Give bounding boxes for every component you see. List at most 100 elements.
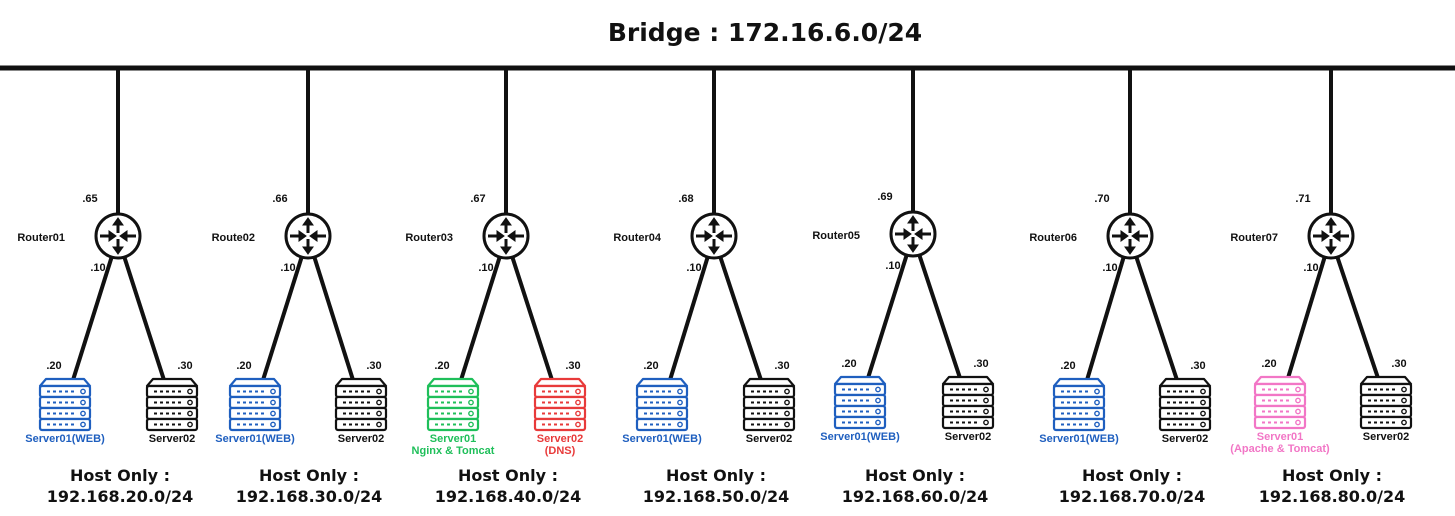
- server-vent: [751, 401, 754, 404]
- server2-icon[interactable]: [533, 377, 587, 432]
- server1-icon[interactable]: [228, 377, 282, 432]
- router-wan-ip: .65: [82, 193, 97, 205]
- server-vent: [650, 412, 653, 415]
- server-vent: [53, 412, 56, 415]
- server2-link: [718, 255, 763, 381]
- server-vent: [59, 423, 62, 426]
- server2-icon[interactable]: [1158, 377, 1212, 432]
- router-lan-ip: .10: [1303, 262, 1318, 274]
- server2-icon[interactable]: [941, 375, 995, 430]
- server-vent: [1079, 390, 1082, 393]
- server1-icon[interactable]: [426, 377, 480, 432]
- server-vent: [160, 401, 163, 404]
- arrow-right-head: [1131, 230, 1140, 242]
- router-icon[interactable]: [284, 212, 332, 260]
- server1-icon[interactable]: [1052, 377, 1106, 432]
- router-icon[interactable]: [889, 210, 937, 258]
- server-vent: [361, 423, 364, 426]
- server-led: [677, 399, 683, 406]
- server-led: [468, 388, 474, 395]
- router-wan-ip: .71: [1295, 193, 1310, 205]
- router-icon[interactable]: [482, 212, 530, 260]
- server-vent: [447, 423, 450, 426]
- server-vent: [1368, 399, 1371, 402]
- server-vent: [249, 423, 252, 426]
- router-icon[interactable]: [94, 212, 142, 260]
- server1-icon[interactable]: [1253, 375, 1307, 430]
- server-led: [376, 410, 382, 417]
- server-vent: [154, 412, 157, 415]
- server1-label: Server01(WEB): [622, 433, 702, 445]
- server-vent: [172, 423, 175, 426]
- server1-icon[interactable]: [635, 377, 689, 432]
- server-led: [270, 388, 276, 395]
- server2-icon[interactable]: [1359, 375, 1413, 430]
- server2-label: (DNS): [545, 445, 576, 457]
- server-vent: [1380, 388, 1383, 391]
- server-vent: [172, 390, 175, 393]
- server-led: [80, 388, 86, 395]
- server-vent: [751, 423, 754, 426]
- server-vent: [361, 401, 364, 404]
- server-vent: [261, 412, 264, 415]
- server2-icon[interactable]: [334, 377, 388, 432]
- server-vent: [1380, 399, 1383, 402]
- server2-icon[interactable]: [742, 377, 796, 432]
- server-led: [1200, 388, 1206, 395]
- server-vent: [542, 390, 545, 393]
- server-vent: [255, 390, 258, 393]
- server-vent: [763, 401, 766, 404]
- router-wan-ip: .66: [272, 193, 287, 205]
- server1-icon[interactable]: [833, 375, 887, 430]
- server-vent: [355, 401, 358, 404]
- server-vent: [956, 421, 959, 424]
- server2-ip: .30: [366, 360, 381, 372]
- router-name: Router03: [405, 232, 453, 244]
- server-led: [1094, 421, 1100, 428]
- server-vent: [650, 423, 653, 426]
- server-vent: [956, 399, 959, 402]
- server-vent: [548, 390, 551, 393]
- arrow-left-head: [108, 230, 117, 242]
- host-only-label: Host Only :: [666, 466, 766, 485]
- server-vent: [53, 390, 56, 393]
- router-circle: [284, 212, 332, 260]
- server2-icon[interactable]: [145, 377, 199, 432]
- server1-label: Nginx & Tomcat: [412, 445, 495, 457]
- server1-link: [866, 253, 909, 379]
- server-vent: [59, 401, 62, 404]
- server-vent: [261, 423, 264, 426]
- server-vent: [343, 423, 346, 426]
- server-led: [575, 421, 581, 428]
- server-led: [187, 399, 193, 406]
- router-lan-ip: .10: [885, 260, 900, 272]
- router-icon[interactable]: [1106, 212, 1154, 260]
- server-vent: [860, 399, 863, 402]
- server-vent: [548, 412, 551, 415]
- server-led: [80, 399, 86, 406]
- server-vent: [1079, 401, 1082, 404]
- server-vent: [1380, 410, 1383, 413]
- server2-label: Server02: [1363, 431, 1410, 443]
- server-vent: [542, 423, 545, 426]
- server-vent: [441, 390, 444, 393]
- arrow-left-head: [704, 230, 713, 242]
- router-icon[interactable]: [690, 212, 738, 260]
- server-vent: [166, 390, 169, 393]
- router-lan-ip: .10: [1102, 262, 1117, 274]
- router-arrows: [488, 217, 524, 255]
- server-vent: [962, 399, 965, 402]
- server-vent: [542, 412, 545, 415]
- server-vent: [1262, 388, 1265, 391]
- server-vent: [974, 399, 977, 402]
- server1-icon[interactable]: [38, 377, 92, 432]
- server-vent: [956, 388, 959, 391]
- server-vent: [950, 410, 953, 413]
- server-vent: [668, 401, 671, 404]
- server-vent: [160, 423, 163, 426]
- router-icon[interactable]: [1307, 212, 1355, 260]
- server-led: [1401, 397, 1407, 404]
- server-vent: [1392, 421, 1395, 424]
- server-vent: [968, 421, 971, 424]
- server-led: [983, 408, 989, 415]
